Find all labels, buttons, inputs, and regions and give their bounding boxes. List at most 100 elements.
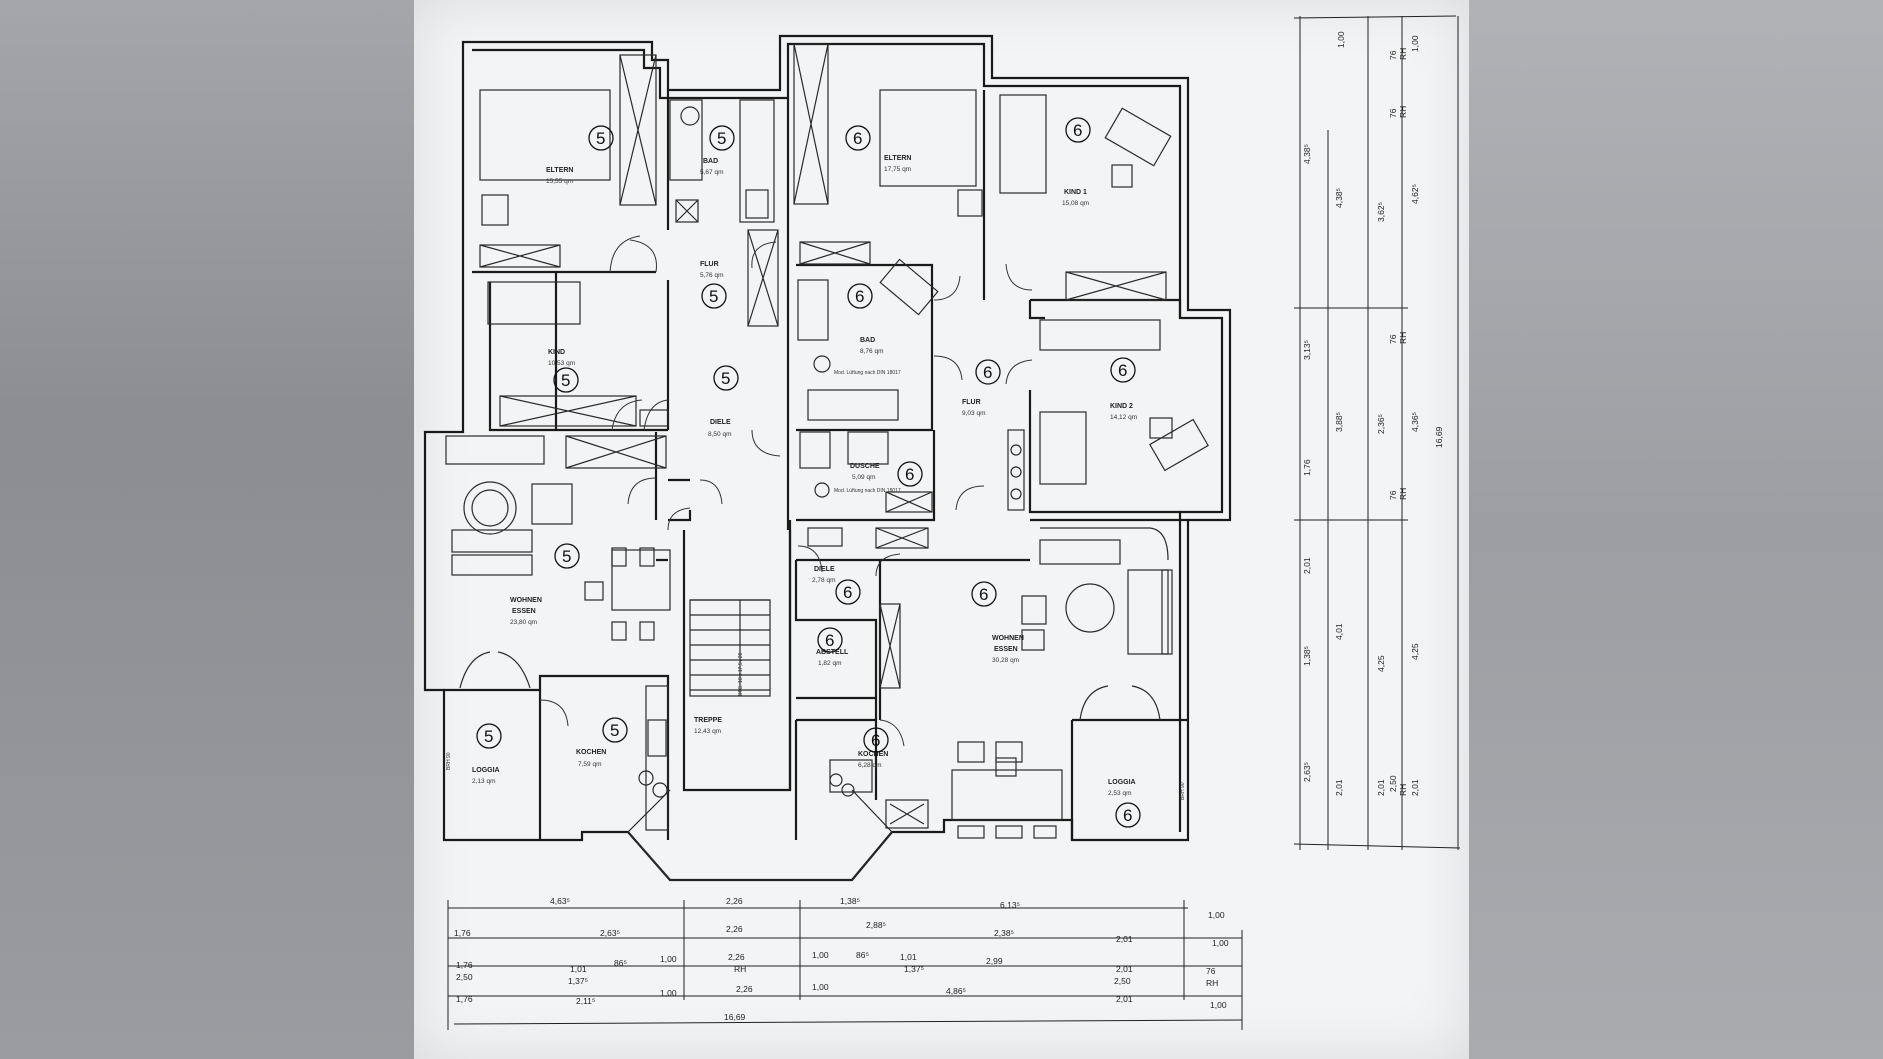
svg-text:5: 5 xyxy=(721,369,730,388)
dim-label: 2,88⁵ xyxy=(866,920,886,930)
dim-label: 1,76 xyxy=(1302,459,1312,476)
dim-label: 1,00 xyxy=(812,950,829,960)
dim-label: 1,38⁵ xyxy=(840,896,860,906)
dimension-labels: 4,63⁵ 2,26 1,38⁵ 6,13⁵ 1,00 1,76 2,63⁵ 2… xyxy=(454,31,1444,1022)
dim-label: 2,63⁵ xyxy=(600,928,620,938)
dusche-ventilation-note: Mod. Lüftung nach DIN 18017 xyxy=(834,488,901,494)
svg-text:6: 6 xyxy=(1123,806,1132,825)
room-name-diele-6: DIELE xyxy=(814,566,835,573)
unit-marker: 6 xyxy=(845,125,871,151)
dim-label: 1,00 xyxy=(1336,31,1346,48)
unit-marker: 6 xyxy=(975,359,1001,385)
dim-label: 76 xyxy=(1388,490,1398,500)
unit-marker: 5 xyxy=(713,365,739,391)
dim-total-right: 16,69 xyxy=(1434,426,1444,448)
room-name-abstell: ABSTELL xyxy=(816,649,849,656)
svg-text:5: 5 xyxy=(561,371,570,390)
door-swings xyxy=(539,235,1033,747)
dim-label: 76 xyxy=(1388,108,1398,118)
dim-label: 86⁵ xyxy=(614,958,627,968)
dim-label: 2,99 xyxy=(986,956,1003,966)
unit-marker: 6 xyxy=(863,727,889,753)
room-area-eltern-6: 17,75 qm xyxy=(884,166,911,173)
svg-text:6: 6 xyxy=(983,363,992,382)
room-name-wohnen-6: WOHNEN xyxy=(992,635,1024,642)
dim-label: RH xyxy=(1398,106,1408,118)
dim-label: 4,86⁵ xyxy=(946,986,966,996)
room-area-abstell: 1,82 qm xyxy=(818,660,842,667)
svg-text:6: 6 xyxy=(1073,121,1082,140)
unit-marker: 6 xyxy=(835,579,861,605)
dim-label: 2,01 xyxy=(1334,779,1344,796)
dim-label: 3,13⁵ xyxy=(1302,340,1312,360)
stair-note: STG. 18 x 17,5 / 28 xyxy=(738,652,744,696)
dim-label: 2,01 xyxy=(1376,779,1386,796)
room-name-bad-6: BAD xyxy=(860,337,875,344)
dim-label: RH xyxy=(1398,488,1408,500)
unit-marker: 5 xyxy=(553,367,579,393)
dimension-lines xyxy=(447,15,1461,1030)
room-name-eltern-6: ELTERN xyxy=(884,155,911,162)
svg-text:6: 6 xyxy=(905,465,914,484)
dim-label: 3,62⁵ xyxy=(1376,202,1386,222)
dim-label: 76 xyxy=(1388,50,1398,60)
background-right-margin xyxy=(1469,0,1883,1059)
brh-left-note: BRH 90 xyxy=(446,752,452,770)
room-name-kind2: KIND 2 xyxy=(1110,403,1133,410)
dim-label: 1,76 xyxy=(456,960,473,970)
room-name-kind-5: KIND xyxy=(548,349,565,356)
dim-label: 1,37⁵ xyxy=(568,976,588,986)
dim-label: 1,00 xyxy=(1210,1000,1227,1010)
room-name-treppe: TREPPE xyxy=(694,717,722,724)
room-name-flur-6: FLUR xyxy=(962,399,981,406)
room-name-flur-5: FLUR xyxy=(700,261,719,268)
furniture xyxy=(445,43,1209,881)
svg-text:6: 6 xyxy=(843,583,852,602)
room-area-bad-5: 5,67 qm xyxy=(700,169,724,176)
room-name-kochen-5: KOCHEN xyxy=(576,749,606,756)
dim-label: 1,00 xyxy=(812,982,829,992)
unit-marker: 6 xyxy=(897,461,923,487)
dim-label: RH xyxy=(1398,332,1408,344)
svg-text:6: 6 xyxy=(871,731,880,750)
room-name-loggia-5: LOGGIA xyxy=(472,767,500,774)
bad-ventilation-note: Mod. Lüftung nach DIN 18017 xyxy=(834,370,901,376)
room-area-loggia-6: 2,53 qm xyxy=(1108,790,1132,797)
room-area-kind1: 15,08 qm xyxy=(1062,200,1089,207)
dim-label: 2,01 xyxy=(1302,557,1312,574)
room-name-bad-5: BAD xyxy=(703,158,718,165)
dim-label: 2,50 xyxy=(456,972,473,982)
dim-label: RH xyxy=(734,964,746,974)
dim-label: 1,38⁵ xyxy=(1302,646,1312,666)
room-area-wohnen-6: 30,28 qm xyxy=(992,657,1019,664)
dim-label: 2,01 xyxy=(1116,994,1133,1004)
svg-text:5: 5 xyxy=(709,287,718,306)
unit-marker: 6 xyxy=(1065,117,1091,143)
unit-marker: 5 xyxy=(554,543,580,569)
unit-marker: 5 xyxy=(476,723,502,749)
dim-label: 4,62⁵ xyxy=(1410,184,1420,204)
unit-marker: 6 xyxy=(1115,802,1141,828)
dim-label: 2,38⁵ xyxy=(994,928,1014,938)
unit-marker: 6 xyxy=(847,283,873,309)
svg-text:5: 5 xyxy=(562,547,571,566)
room-area-flur-5: 5,76 qm xyxy=(700,272,724,279)
dim-label: 4,36⁵ xyxy=(1410,412,1420,432)
svg-text:6: 6 xyxy=(979,585,988,604)
unit-marker: 6 xyxy=(1110,357,1136,383)
dim-label: 76 xyxy=(1206,966,1216,976)
dim-label: 1,01 xyxy=(900,952,917,962)
room-area-flur-6: 9,03 qm xyxy=(962,410,986,417)
unit-marker: 5 xyxy=(701,283,727,309)
room-name-essen-5: ESSEN xyxy=(512,608,536,615)
dim-label: 2,01 xyxy=(1410,779,1420,796)
svg-text:6: 6 xyxy=(853,129,862,148)
unit-marker: 5 xyxy=(709,125,735,151)
svg-text:5: 5 xyxy=(484,727,493,746)
dim-label: 2,36⁵ xyxy=(1376,414,1386,434)
dim-label: 1,00 xyxy=(1212,938,1229,948)
dim-label: 2,26 xyxy=(726,924,743,934)
plan-notes: STG. 18 x 17,5 / 28 Mod. Lüftung nach DI… xyxy=(446,370,1186,800)
dim-label: 76 xyxy=(1388,334,1398,344)
dim-label: 1,00 xyxy=(1410,35,1420,52)
